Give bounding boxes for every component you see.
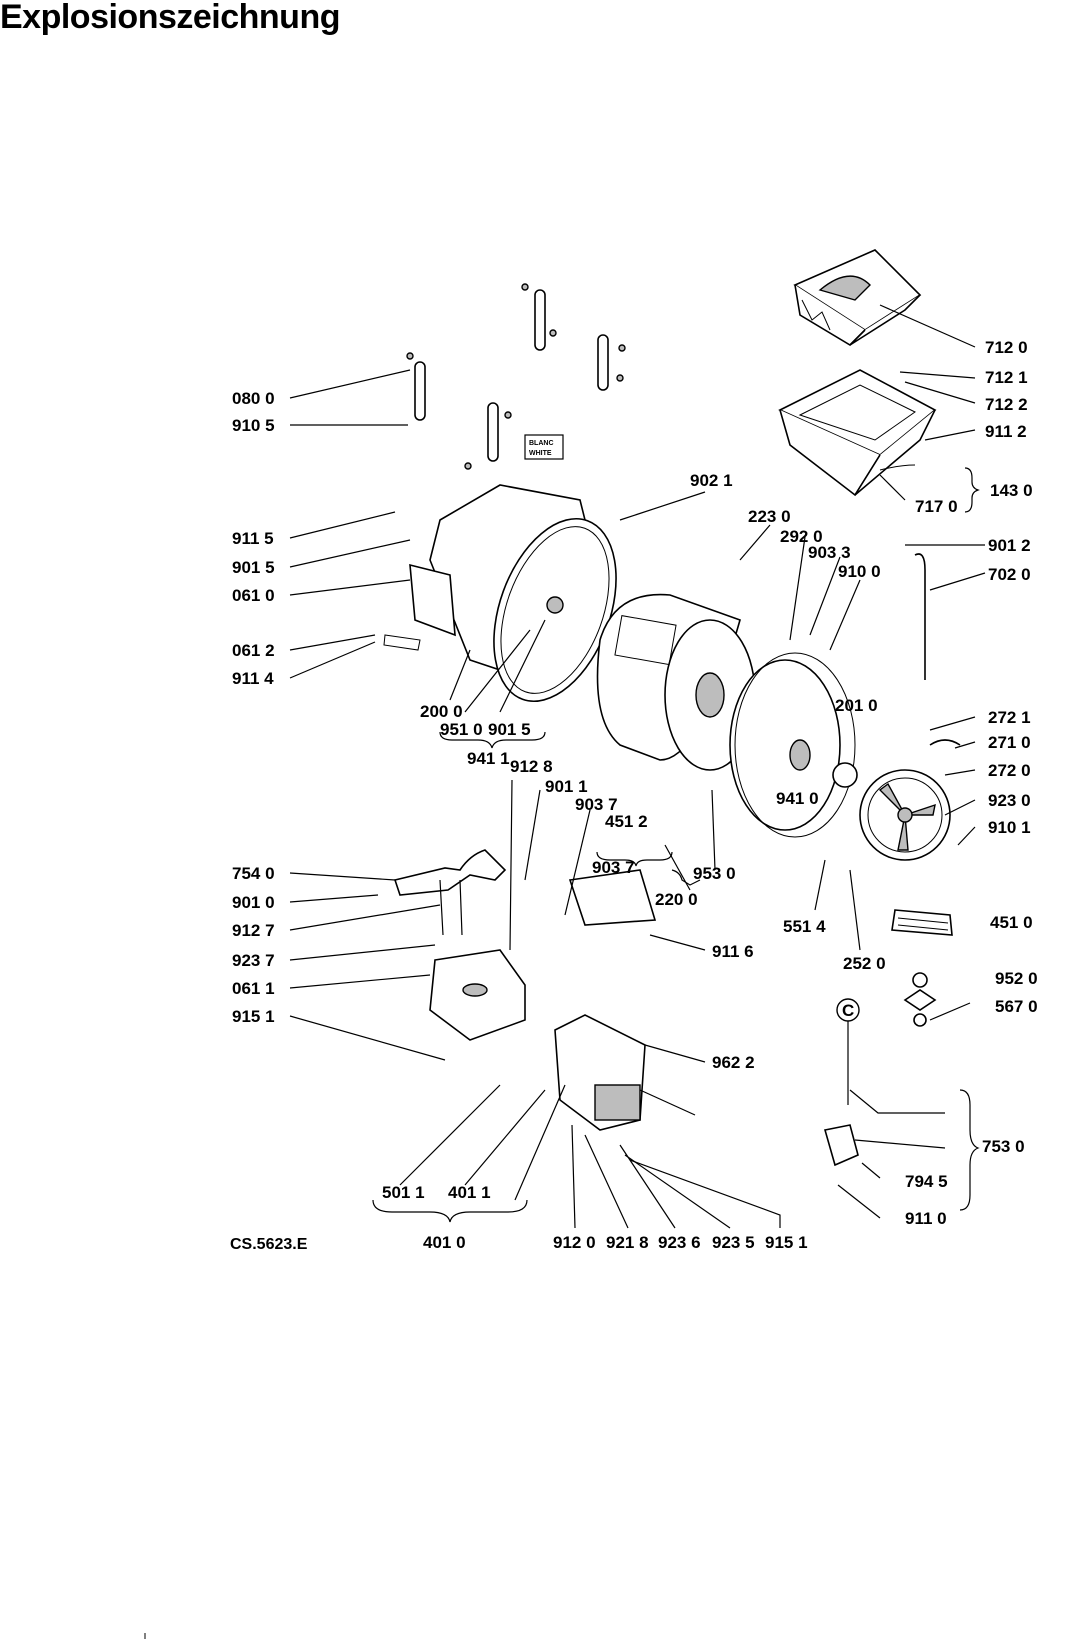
part-label: 702 0 bbox=[988, 565, 1031, 584]
part-label: 271 0 bbox=[988, 733, 1031, 752]
part-label: 911 4 bbox=[232, 669, 274, 688]
leader-lines bbox=[289, 304, 986, 1229]
drain-hose bbox=[393, 849, 507, 896]
part-label: 901 5 bbox=[232, 558, 275, 577]
part-label: 272 1 bbox=[988, 708, 1031, 727]
part-label: 551 4 bbox=[783, 917, 826, 936]
tag-text-white: WHITE bbox=[529, 450, 552, 457]
part-label: 923 6 bbox=[658, 1233, 701, 1252]
detergent-drawer bbox=[793, 249, 922, 347]
part-label: 901 2 bbox=[988, 536, 1031, 555]
part-label: 923 5 bbox=[712, 1233, 755, 1252]
part-label: 915 1 bbox=[232, 1007, 275, 1026]
part-label: 717 0 bbox=[915, 497, 958, 516]
drawing-code: CS.5623.E bbox=[230, 1236, 308, 1253]
part-label: 143 0 bbox=[990, 481, 1033, 500]
part-label: 902 1 bbox=[690, 471, 733, 490]
part-label: 712 2 bbox=[985, 395, 1028, 414]
part-label: 912 7 bbox=[232, 921, 275, 940]
braces bbox=[372, 467, 980, 1223]
bolts bbox=[439, 779, 513, 951]
part-label: 911 5 bbox=[232, 529, 274, 548]
pump-cover bbox=[568, 869, 657, 926]
gasket-952-567 bbox=[903, 972, 937, 1027]
part-label: 401 1 bbox=[448, 1183, 491, 1202]
part-label: 911 2 bbox=[985, 422, 1027, 441]
part-label: 901 1 bbox=[545, 777, 588, 796]
part-label: 903 7 bbox=[575, 795, 618, 814]
part-label: 952 0 bbox=[995, 969, 1038, 988]
part-label: 910 1 bbox=[988, 818, 1031, 837]
part-label: 292 0 bbox=[780, 527, 823, 546]
part-label: 451 2 bbox=[605, 812, 648, 831]
part-label: 923 7 bbox=[232, 951, 275, 970]
part-label: 911 6 bbox=[712, 942, 754, 961]
part-label: 901 5 bbox=[488, 720, 531, 739]
part-label: 401 0 bbox=[423, 1233, 466, 1252]
part-label: 911 0 bbox=[905, 1209, 947, 1228]
belt-271 bbox=[929, 739, 961, 746]
part-label: 903 3 bbox=[808, 543, 851, 562]
part-label: 915 1 bbox=[765, 1233, 808, 1252]
part-label: 712 0 bbox=[985, 338, 1028, 357]
front-tub bbox=[729, 652, 858, 838]
heating-element bbox=[891, 909, 953, 936]
part-label: 080 0 bbox=[232, 389, 275, 408]
part-label: 451 0 bbox=[990, 913, 1033, 932]
part-label: 941 0 bbox=[776, 789, 819, 808]
part-label: 962 2 bbox=[712, 1053, 755, 1072]
part-label: 220 0 bbox=[655, 890, 698, 909]
part-label: 794 5 bbox=[905, 1172, 948, 1191]
part-label: 901 0 bbox=[232, 893, 275, 912]
page-title: Explosionszeichnung bbox=[0, 0, 340, 36]
part-label: 921 8 bbox=[606, 1233, 649, 1252]
shock-absorbers bbox=[406, 283, 626, 470]
part-label: 061 1 bbox=[232, 979, 275, 998]
part-label: 501 1 bbox=[382, 1183, 425, 1202]
rear-tub bbox=[383, 484, 617, 703]
part-label: 223 0 bbox=[748, 507, 791, 526]
part-label: 910 0 bbox=[838, 562, 881, 581]
part-label: 910 5 bbox=[232, 416, 275, 435]
part-labels: 712 0 712 1 712 2 911 2 143 0 717 0 080 … bbox=[232, 338, 1038, 1252]
part-label: 201 0 bbox=[835, 696, 878, 715]
part-label: 912 8 bbox=[510, 757, 553, 776]
part-label: 061 2 bbox=[232, 641, 275, 660]
part-label: 923 0 bbox=[988, 791, 1031, 810]
level-sensor: C bbox=[823, 998, 860, 1167]
blanc-white-tag: BLANC WHITE bbox=[524, 434, 564, 460]
part-label: 903 7 bbox=[592, 858, 635, 877]
motor bbox=[554, 1014, 696, 1131]
part-label: 941 1 bbox=[467, 749, 510, 768]
part-label: 252 0 bbox=[843, 954, 886, 973]
pulley bbox=[859, 769, 951, 861]
part-label: 061 0 bbox=[232, 586, 275, 605]
part-label: 200 0 bbox=[420, 702, 463, 721]
part-label: 712 1 bbox=[985, 368, 1028, 387]
tag-text-blanc: BLANC bbox=[529, 440, 554, 447]
hose-702 bbox=[914, 553, 926, 680]
part-label: 272 0 bbox=[988, 761, 1031, 780]
drawer-housing bbox=[778, 369, 937, 497]
part-label: 754 0 bbox=[232, 864, 275, 883]
part-label: 567 0 bbox=[995, 997, 1038, 1016]
part-label: 953 0 bbox=[693, 864, 736, 883]
circle-marker: C bbox=[842, 1001, 854, 1020]
part-label: 753 0 bbox=[982, 1137, 1025, 1156]
part-label: 912 0 bbox=[553, 1233, 596, 1252]
part-label: 951 0 bbox=[440, 720, 483, 739]
